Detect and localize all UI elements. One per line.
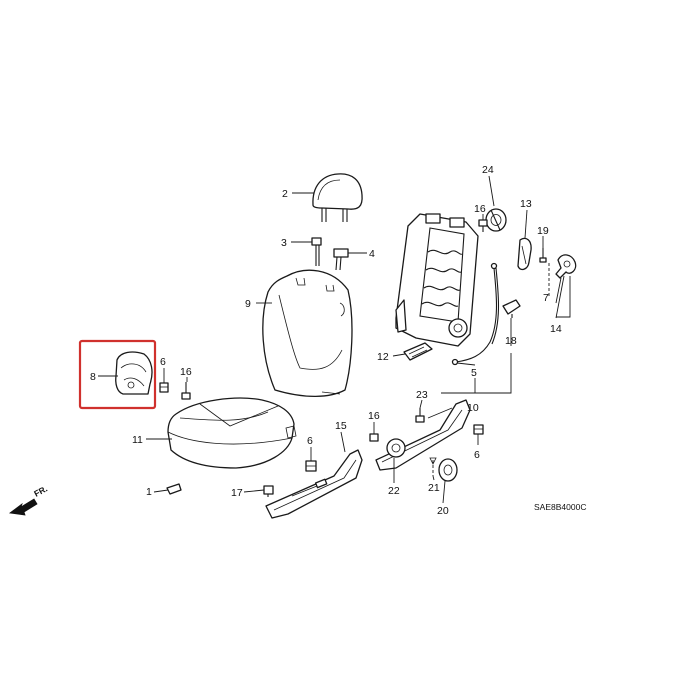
recliner-lever-cover: [517, 237, 532, 271]
clip-1: [166, 483, 182, 495]
label-16-left: 16: [180, 366, 192, 378]
front-direction-label: FR.: [32, 484, 49, 499]
label-4: 4: [369, 248, 375, 260]
bolt-23: [415, 408, 425, 423]
leader-lines: [98, 175, 571, 504]
bolt-16a: [181, 382, 191, 400]
label-16-right: 16: [368, 410, 380, 422]
label-9: 9: [245, 298, 251, 310]
clip-21: [429, 457, 437, 476]
height-knob-20: [438, 458, 458, 482]
label-21: 21: [428, 482, 440, 494]
seat-rail-inner: [375, 399, 471, 471]
label-23: 23: [416, 389, 428, 401]
bolt-16c: [369, 433, 379, 442]
front-direction-arrow: FR.: [8, 484, 49, 516]
highlight-box: [78, 339, 157, 410]
label-17: 17: [231, 487, 243, 499]
nut-6a: [159, 382, 169, 393]
label-22: 22: [388, 485, 400, 497]
recliner-cable: [451, 262, 499, 366]
label-20: 20: [437, 505, 449, 517]
seat-cushion: [167, 397, 297, 469]
label-15: 15: [335, 420, 347, 432]
label-6-mid: 6: [307, 435, 313, 447]
clip-17: [263, 485, 274, 497]
seat-back-frame: [395, 213, 479, 347]
screw-16-upper: [478, 219, 488, 232]
headrest-guide-left: [311, 237, 322, 266]
label-18: 18: [505, 335, 517, 347]
label-13: 13: [520, 198, 532, 210]
screw-19: [539, 248, 547, 263]
lever-bracket: [555, 254, 577, 279]
label-8: 8: [90, 371, 96, 383]
label-10: 10: [467, 402, 479, 414]
bolt-6b: [305, 460, 317, 472]
label-5: 5: [471, 367, 477, 379]
headrest-guide-right: [333, 248, 349, 271]
side-cover-8: [115, 351, 153, 395]
label-2: 2: [282, 188, 288, 200]
drawing-code: SAE8B4000C: [534, 502, 586, 512]
recliner-cover-part: [403, 342, 433, 361]
label-16-upper: 16: [474, 203, 486, 215]
clip-18: [502, 299, 521, 318]
label-14: 14: [550, 323, 562, 335]
label-6-left: 6: [160, 356, 166, 368]
label-11: 11: [132, 434, 143, 446]
nut-6c: [473, 424, 484, 435]
label-12: 12: [377, 351, 389, 363]
part-labels: 2 3 4 9 12 24 16 13 19 7 14 18 5 10 8 6 …: [90, 164, 562, 517]
label-3: 3: [281, 237, 287, 249]
label-6-right: 6: [474, 449, 480, 461]
headrest: [312, 173, 363, 222]
seat-back-cover: [262, 269, 353, 397]
recliner-knob: [485, 208, 507, 232]
seat-rail-outer: [265, 449, 363, 519]
label-7: 7: [543, 292, 549, 304]
label-19: 19: [537, 225, 549, 237]
label-24: 24: [482, 164, 494, 176]
label-1: 1: [146, 486, 152, 498]
